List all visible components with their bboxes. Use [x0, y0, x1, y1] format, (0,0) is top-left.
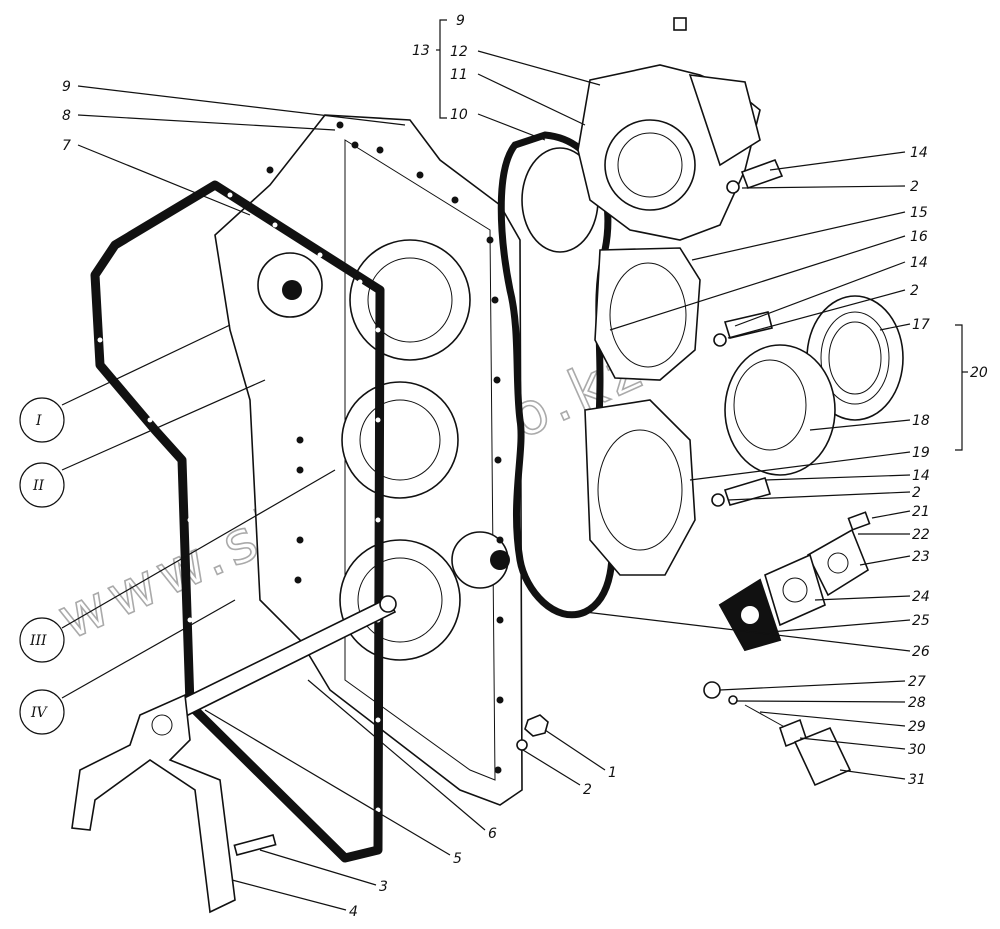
gasket-25: [718, 578, 782, 652]
callout-9-top: 9: [456, 13, 465, 29]
callout-14-b: 14: [910, 255, 928, 271]
flange-24: [764, 553, 826, 627]
callout-15: 15: [910, 205, 928, 221]
housing-plate: [214, 114, 523, 806]
marker-ii: II: [32, 478, 45, 494]
callout-30: 30: [908, 742, 926, 758]
marker-i: I: [35, 413, 42, 429]
callout-10: 10: [450, 107, 468, 123]
callout-11: 11: [450, 67, 468, 83]
callout-13: 13: [412, 43, 430, 59]
marker-circle-iii: [19, 617, 65, 663]
callout-2-d: 2: [583, 782, 592, 798]
callout-24: 24: [912, 589, 930, 605]
callout-8: 8: [62, 108, 71, 124]
callout-9: 9: [62, 79, 71, 95]
cover-19: [584, 399, 696, 576]
callout-29: 29: [908, 719, 926, 735]
bolt-14-middle: [713, 311, 773, 347]
callout-31: 31: [908, 772, 926, 788]
callout-22: 22: [912, 527, 930, 543]
callout-19: 19: [912, 445, 930, 461]
callout-12: 12: [450, 44, 468, 60]
callout-4: 4: [349, 904, 358, 920]
callout-labels: 9 8 7 9 13 12 11 10 14 2 15 16 14 2 17 2…: [62, 13, 988, 920]
cover-15: [594, 247, 701, 381]
seal-18: [724, 344, 836, 476]
gasket-7: [90, 180, 385, 863]
callout-7: 7: [62, 138, 71, 154]
callout-20: 20: [970, 365, 988, 381]
callout-14-a: 14: [910, 145, 928, 161]
callout-26: 26: [912, 644, 930, 660]
bolt-14-lower: [711, 477, 772, 507]
callout-28: 28: [908, 695, 926, 711]
callout-3: 3: [379, 879, 388, 895]
callout-1: 1: [608, 765, 617, 781]
view-markers: I II III IV: [19, 397, 65, 735]
callout-17: 17: [912, 317, 930, 333]
marker-circle-i: [19, 397, 65, 443]
detent-assembly: [703, 681, 852, 787]
callout-2-c: 2: [912, 485, 921, 501]
leader-lines: [61, 19, 968, 911]
callout-2-a: 2: [910, 179, 919, 195]
callout-16: 16: [910, 229, 928, 245]
nut-1: [516, 714, 549, 751]
marker-circle-iv: [19, 689, 65, 735]
callout-14-c: 14: [912, 468, 930, 484]
callout-23: 23: [912, 549, 930, 565]
bearing-housing-top: [577, 17, 761, 241]
marker-circle-ii: [19, 462, 65, 508]
callout-21: 21: [912, 504, 930, 520]
callout-27: 27: [908, 674, 926, 690]
marker-iii: III: [29, 633, 47, 649]
callout-25: 25: [912, 613, 930, 629]
callout-2-b: 2: [910, 283, 919, 299]
callout-18: 18: [912, 413, 930, 429]
flange-23: [806, 511, 871, 597]
bolt-14-upper: [726, 158, 784, 194]
callout-5: 5: [453, 851, 462, 867]
callout-6: 6: [488, 826, 497, 842]
shift-fork: [71, 693, 277, 914]
marker-iv: IV: [30, 705, 49, 721]
